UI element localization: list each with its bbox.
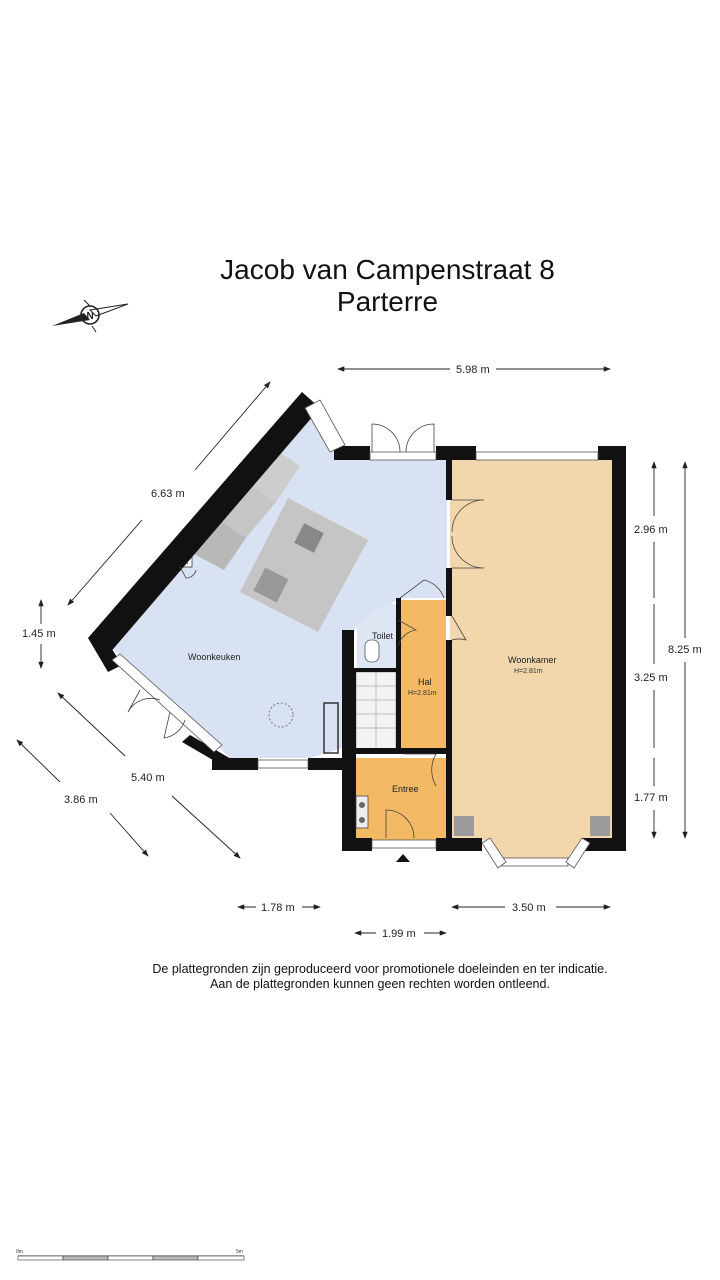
kitchen-island <box>240 498 368 632</box>
dim-right-1-77: 1.77 m <box>634 792 668 804</box>
plan-title: Jacob van Campenstraat 8 <box>220 254 555 285</box>
scale-start: 0m <box>16 1249 23 1255</box>
dim-right-2-96: 2.96 m <box>634 524 668 536</box>
room-label-hal: Hal <box>418 677 432 687</box>
dim-top-width: 5.98 m <box>456 364 490 376</box>
dim-diag-mid: 5.40 m <box>131 772 165 784</box>
dim-bottom-1-78: 1.78 m <box>261 902 295 914</box>
room-hal <box>400 600 446 750</box>
room-label-entree: Entree <box>392 784 419 794</box>
dim-right-3-25: 3.25 m <box>634 672 668 684</box>
doors <box>127 423 485 839</box>
room-height-woonkamer: H=2.81m <box>514 668 543 675</box>
room-woonkamer <box>450 460 612 858</box>
scale-bar: 0m 5m <box>16 1249 245 1261</box>
disclaimer-line2: Aan de plattegronden kunnen geen rechten… <box>210 977 550 991</box>
dim-right-total: 8.25 m <box>668 644 702 656</box>
room-entree <box>356 758 446 840</box>
room-label-woonkeuken: Woonkeuken <box>188 652 240 662</box>
dim-bottom-1-99: 1.99 m <box>382 928 416 940</box>
kitchen-counter <box>190 446 300 570</box>
disclaimer-line1: De plattegronden zijn geproduceerd voor … <box>152 962 608 976</box>
compass-icon: N <box>52 299 129 333</box>
room-label-toilet: Toilet <box>372 631 394 641</box>
plan-subtitle: Parterre <box>336 286 439 317</box>
windows <box>111 399 599 869</box>
dim-left-small: 1.45 m <box>22 628 56 640</box>
walls <box>88 392 626 851</box>
dim-diag-low: 3.86 m <box>64 794 98 806</box>
scale-end: 5m <box>236 1249 243 1255</box>
entrance-arrow-icon <box>396 854 410 862</box>
dim-bottom-3-50: 3.50 m <box>512 902 546 914</box>
room-height-hal: H=2.81m <box>408 690 437 697</box>
room-label-woonkamer: Woonkamer <box>508 655 556 665</box>
compass-letter: N <box>87 311 94 322</box>
dim-diag-top: 6.63 m <box>151 488 185 500</box>
